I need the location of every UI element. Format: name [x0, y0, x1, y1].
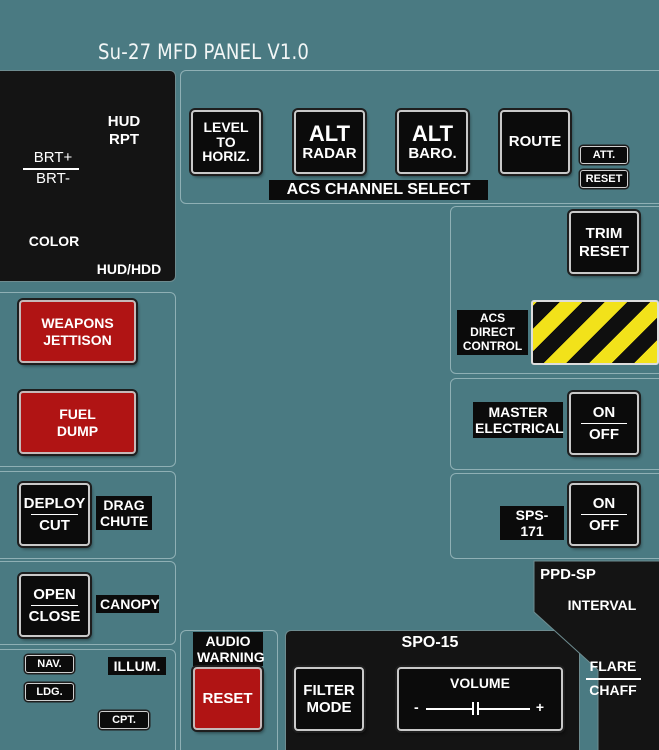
alt-radar-button[interactable]: ALT RADAR — [294, 110, 365, 174]
level-to-horiz-line2: TO — [216, 133, 236, 150]
volume-thumb[interactable] — [472, 702, 479, 716]
audio-warning-label: AUDIO WARNING — [193, 632, 265, 667]
canopy-open: OPEN — [33, 585, 76, 603]
canopy-close: CLOSE — [28, 608, 81, 626]
filter-mode-line1: FILTER — [303, 681, 355, 699]
canopy-label: CANOPY — [96, 595, 160, 614]
filter-mode-line2: MODE — [306, 699, 352, 716]
sps171-on-off-button[interactable]: ON OFF — [569, 483, 639, 546]
level-to-horiz-button[interactable]: LEVEL TO HORIZ. — [191, 110, 261, 174]
master-electrical-divider — [580, 422, 628, 425]
flare-label[interactable]: FLARE — [589, 658, 637, 674]
master-electrical-label: MASTER ELECTRICAL — [473, 402, 564, 439]
drag-chute-label: DRAG CHUTE — [96, 496, 152, 531]
fuel-dump-button[interactable]: FUEL DUMP — [19, 391, 136, 454]
audio-warning-line2: WARNING — [197, 649, 265, 666]
hud-hdd-label[interactable]: HUD/HDD — [96, 261, 162, 277]
illum-label: ILLUM. — [108, 657, 166, 676]
fuel-dump-line1: FUEL — [59, 406, 96, 423]
trim-reset-line2: RESET — [578, 242, 629, 260]
weapons-jettison-line1: WEAPONS — [41, 315, 114, 332]
sps171-divider — [580, 513, 628, 516]
color-label[interactable]: COLOR — [28, 233, 80, 249]
drag-chute-divider — [31, 513, 78, 516]
acs-direct-control-line2: DIRECT — [470, 324, 515, 339]
volume-label: VOLUME — [450, 675, 510, 691]
att-button[interactable]: ATT. — [580, 146, 628, 164]
weapons-jettison-button[interactable]: WEAPONS JETTISON — [19, 300, 136, 363]
master-electrical-line1: MASTER — [488, 404, 548, 420]
drag-chute-line2: CHUTE — [100, 513, 149, 530]
master-electrical-line2: ELECTRICAL — [475, 420, 564, 437]
master-electrical-off: OFF — [589, 426, 619, 444]
level-to-horiz-line3: HORIZ. — [202, 148, 250, 165]
sps171-on: ON — [592, 494, 616, 512]
master-electrical-on: ON — [592, 403, 616, 421]
drag-chute-deploy: DEPLOY — [23, 494, 86, 512]
sps171-off: OFF — [589, 517, 619, 535]
volume-plus: + — [535, 699, 544, 716]
acs-direct-control-line3: CONTROL — [462, 338, 523, 353]
page-title: Su-27 MFD PANEL V1.0 — [98, 40, 310, 64]
brt-minus-label[interactable]: BRT- — [36, 170, 70, 187]
alt-baro-line2: BARO. — [408, 144, 457, 162]
interval-label[interactable]: INTERVAL — [567, 597, 637, 613]
ppd-sp-title: PPD-SP — [540, 566, 596, 583]
flare-chaff-divider — [586, 678, 641, 680]
audio-warning-line1: AUDIO — [205, 633, 251, 649]
filter-mode-button[interactable]: FILTER MODE — [294, 667, 364, 731]
audio-warning-reset-button[interactable]: RESET — [193, 667, 262, 730]
weapons-jettison-line2: JETTISON — [43, 331, 112, 348]
canopy-divider — [31, 604, 78, 607]
alt-baro-button[interactable]: ALT BARO. — [397, 110, 468, 174]
sps171-label: SPS-171 — [500, 506, 564, 541]
acs-direct-control-switch[interactable] — [531, 300, 659, 365]
acs-direct-control-line1: ACS — [479, 311, 506, 325]
level-to-horiz-line1: LEVEL — [203, 118, 249, 135]
master-electrical-on-off-button[interactable]: ON OFF — [569, 392, 639, 455]
brt-divider — [23, 168, 79, 170]
trim-reset-button[interactable]: TRIM RESET — [569, 211, 639, 274]
alt-radar-line1: ALT — [308, 120, 351, 146]
canopy-open-close-button[interactable]: OPEN CLOSE — [19, 574, 90, 637]
drag-chute-line1: DRAG — [103, 497, 145, 513]
trim-reset-line1: TRIM — [585, 225, 623, 243]
volume-slider[interactable]: - + — [414, 699, 544, 717]
drag-chute-cut: CUT — [39, 517, 70, 535]
alt-baro-line1: ALT — [411, 120, 454, 146]
brt-plus-label[interactable]: BRT+ — [33, 149, 73, 166]
nav-light-button[interactable]: NAV. — [25, 655, 74, 673]
acs-channel-select-label: ACS CHANNEL SELECT — [269, 180, 488, 201]
alt-radar-line2: RADAR — [302, 144, 357, 162]
ldg-light-button[interactable]: LDG. — [25, 683, 74, 701]
route-label: ROUTE — [508, 133, 562, 151]
volume-minus: - — [414, 699, 419, 716]
chaff-label[interactable]: CHAFF — [589, 682, 637, 698]
ppd-sp-panel — [533, 560, 659, 750]
acs-direct-control-label: ACS DIRECT CONTROL — [457, 310, 528, 356]
att-reset-button[interactable]: RESET — [580, 170, 628, 188]
route-button[interactable]: ROUTE — [500, 110, 570, 174]
hud-rpt-label[interactable]: HUD RPT — [107, 113, 141, 148]
hud-panel — [0, 70, 176, 282]
spo15-title: SPO-15 — [401, 634, 459, 651]
drag-chute-deploy-cut-button[interactable]: DEPLOY CUT — [19, 483, 90, 546]
fuel-dump-line2: DUMP — [56, 422, 99, 439]
cpt-light-button[interactable]: CPT. — [99, 711, 149, 729]
volume-control[interactable]: VOLUME - + — [397, 667, 563, 731]
audio-warning-reset: RESET — [202, 689, 253, 707]
